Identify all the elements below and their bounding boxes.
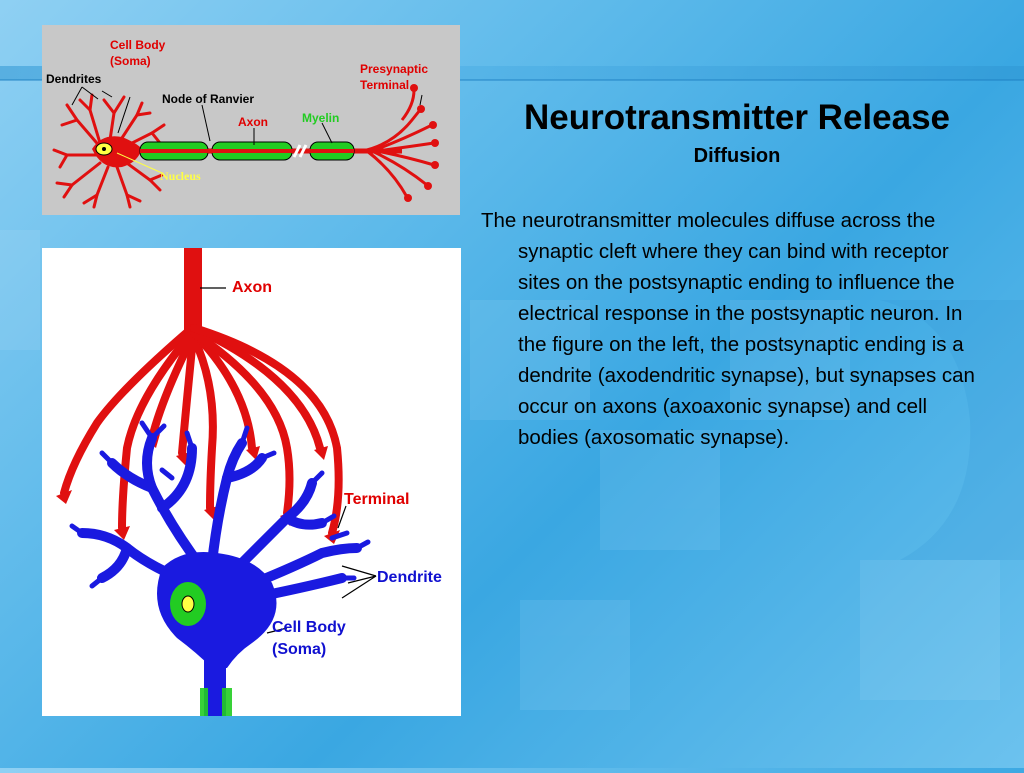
label-cell-body: Cell Body — [110, 38, 166, 52]
neuron-diagram: Cell Body (Soma) Dendrites Node of Ranvi… — [46, 38, 439, 209]
label-dendrites: Dendrites — [46, 72, 102, 86]
label-axon: Axon — [238, 115, 268, 129]
label-nucleus: Nucleus — [160, 169, 201, 183]
synapse-diagram: Axon Terminal Dendrite Cell Body (Soma) — [56, 248, 442, 716]
slide-subtitle: Diffusion — [693, 145, 781, 167]
slide-body-text: The neurotransmitter molecules diffuse a… — [481, 209, 975, 449]
synapse-figure: Axon Terminal Dendrite Cell Body (Soma) — [42, 248, 461, 716]
synapse-label-cell-body: Cell Body — [272, 619, 346, 636]
neuron-figure: Cell Body (Soma) Dendrites Node of Ranvi… — [42, 25, 460, 215]
synapse-label-soma: (Soma) — [272, 641, 326, 658]
synapse-label-terminal: Terminal — [344, 491, 410, 508]
label-node-of-ranvier: Node of Ranvier — [162, 92, 254, 106]
synapse-label-dendrite: Dendrite — [377, 569, 442, 586]
label-soma: (Soma) — [110, 54, 151, 68]
slide-title: Neurotransmitter Release — [524, 98, 950, 137]
synapse-label-axon: Axon — [232, 279, 272, 296]
header-line — [0, 79, 1024, 81]
label-myelin: Myelin — [302, 111, 339, 125]
label-presynaptic: Presynaptic — [360, 62, 428, 76]
label-terminal: Terminal — [360, 78, 409, 92]
